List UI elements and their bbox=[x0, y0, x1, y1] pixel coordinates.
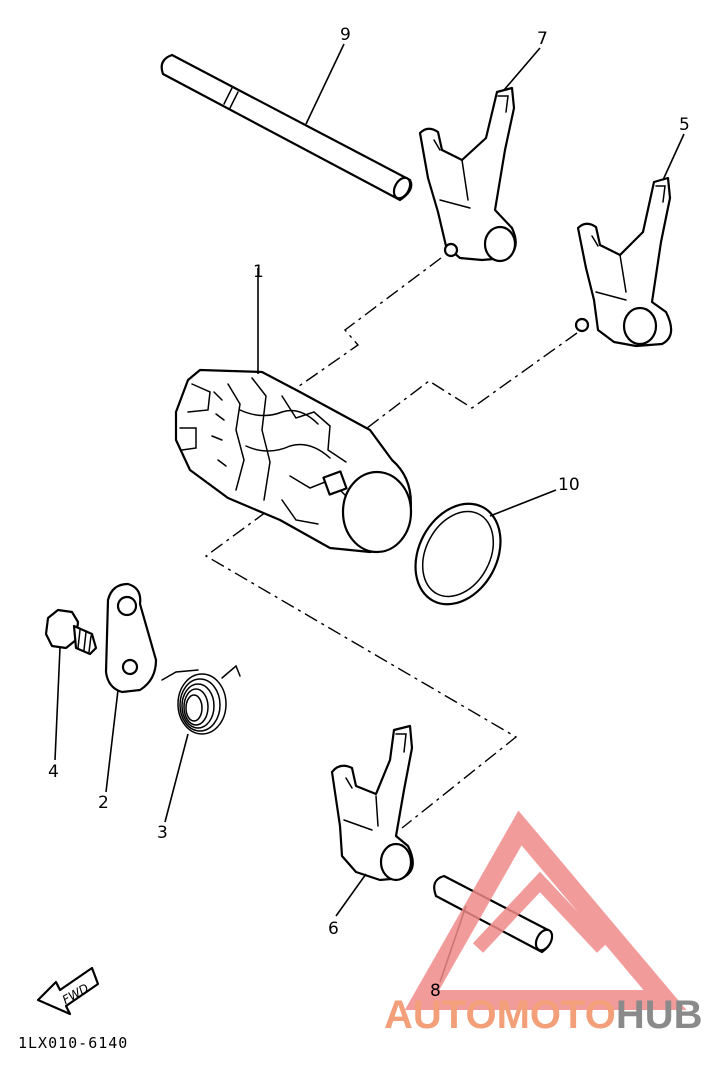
callout-8: 8 bbox=[430, 981, 441, 1001]
part-6-shift-fork bbox=[330, 724, 414, 882]
callout-2: 2 bbox=[98, 793, 109, 813]
watermark-brand-part1: AUTOMOTO bbox=[384, 993, 616, 1037]
part-8-guide-pin bbox=[433, 874, 554, 954]
part-2-plate bbox=[104, 582, 158, 694]
part-3-spring bbox=[161, 664, 241, 735]
callout-10: 10 bbox=[558, 475, 580, 495]
callout-7: 7 bbox=[537, 29, 548, 49]
callout-9: 9 bbox=[340, 25, 351, 45]
part-10-washer bbox=[414, 502, 502, 606]
callout-1: 1 bbox=[253, 262, 264, 282]
part-5-shift-fork bbox=[574, 176, 673, 348]
callout-6: 6 bbox=[328, 919, 339, 939]
part-9-guide-bar bbox=[160, 53, 413, 202]
part-1-shift-cam bbox=[174, 368, 413, 554]
assembly-lines bbox=[204, 257, 578, 829]
part-4-bolt bbox=[44, 608, 98, 656]
part-7-shift-fork bbox=[418, 86, 517, 263]
watermark: AUTOMOTOHUB bbox=[384, 810, 703, 1037]
watermark-brand-part2: HUB bbox=[616, 993, 703, 1037]
svg-text:AUTOMOTOHUB: AUTOMOTOHUB bbox=[384, 993, 703, 1037]
callout-3: 3 bbox=[157, 823, 168, 843]
diagram-code: 1LX010-6140 bbox=[18, 1034, 128, 1052]
fwd-arrow-icon: FWD bbox=[36, 966, 100, 1016]
watermark-logo-icon bbox=[404, 810, 687, 1010]
callout-4: 4 bbox=[48, 762, 59, 782]
callouts: 9 7 5 1 10 4 2 3 6 8 bbox=[48, 25, 690, 1001]
callout-5: 5 bbox=[679, 115, 690, 135]
